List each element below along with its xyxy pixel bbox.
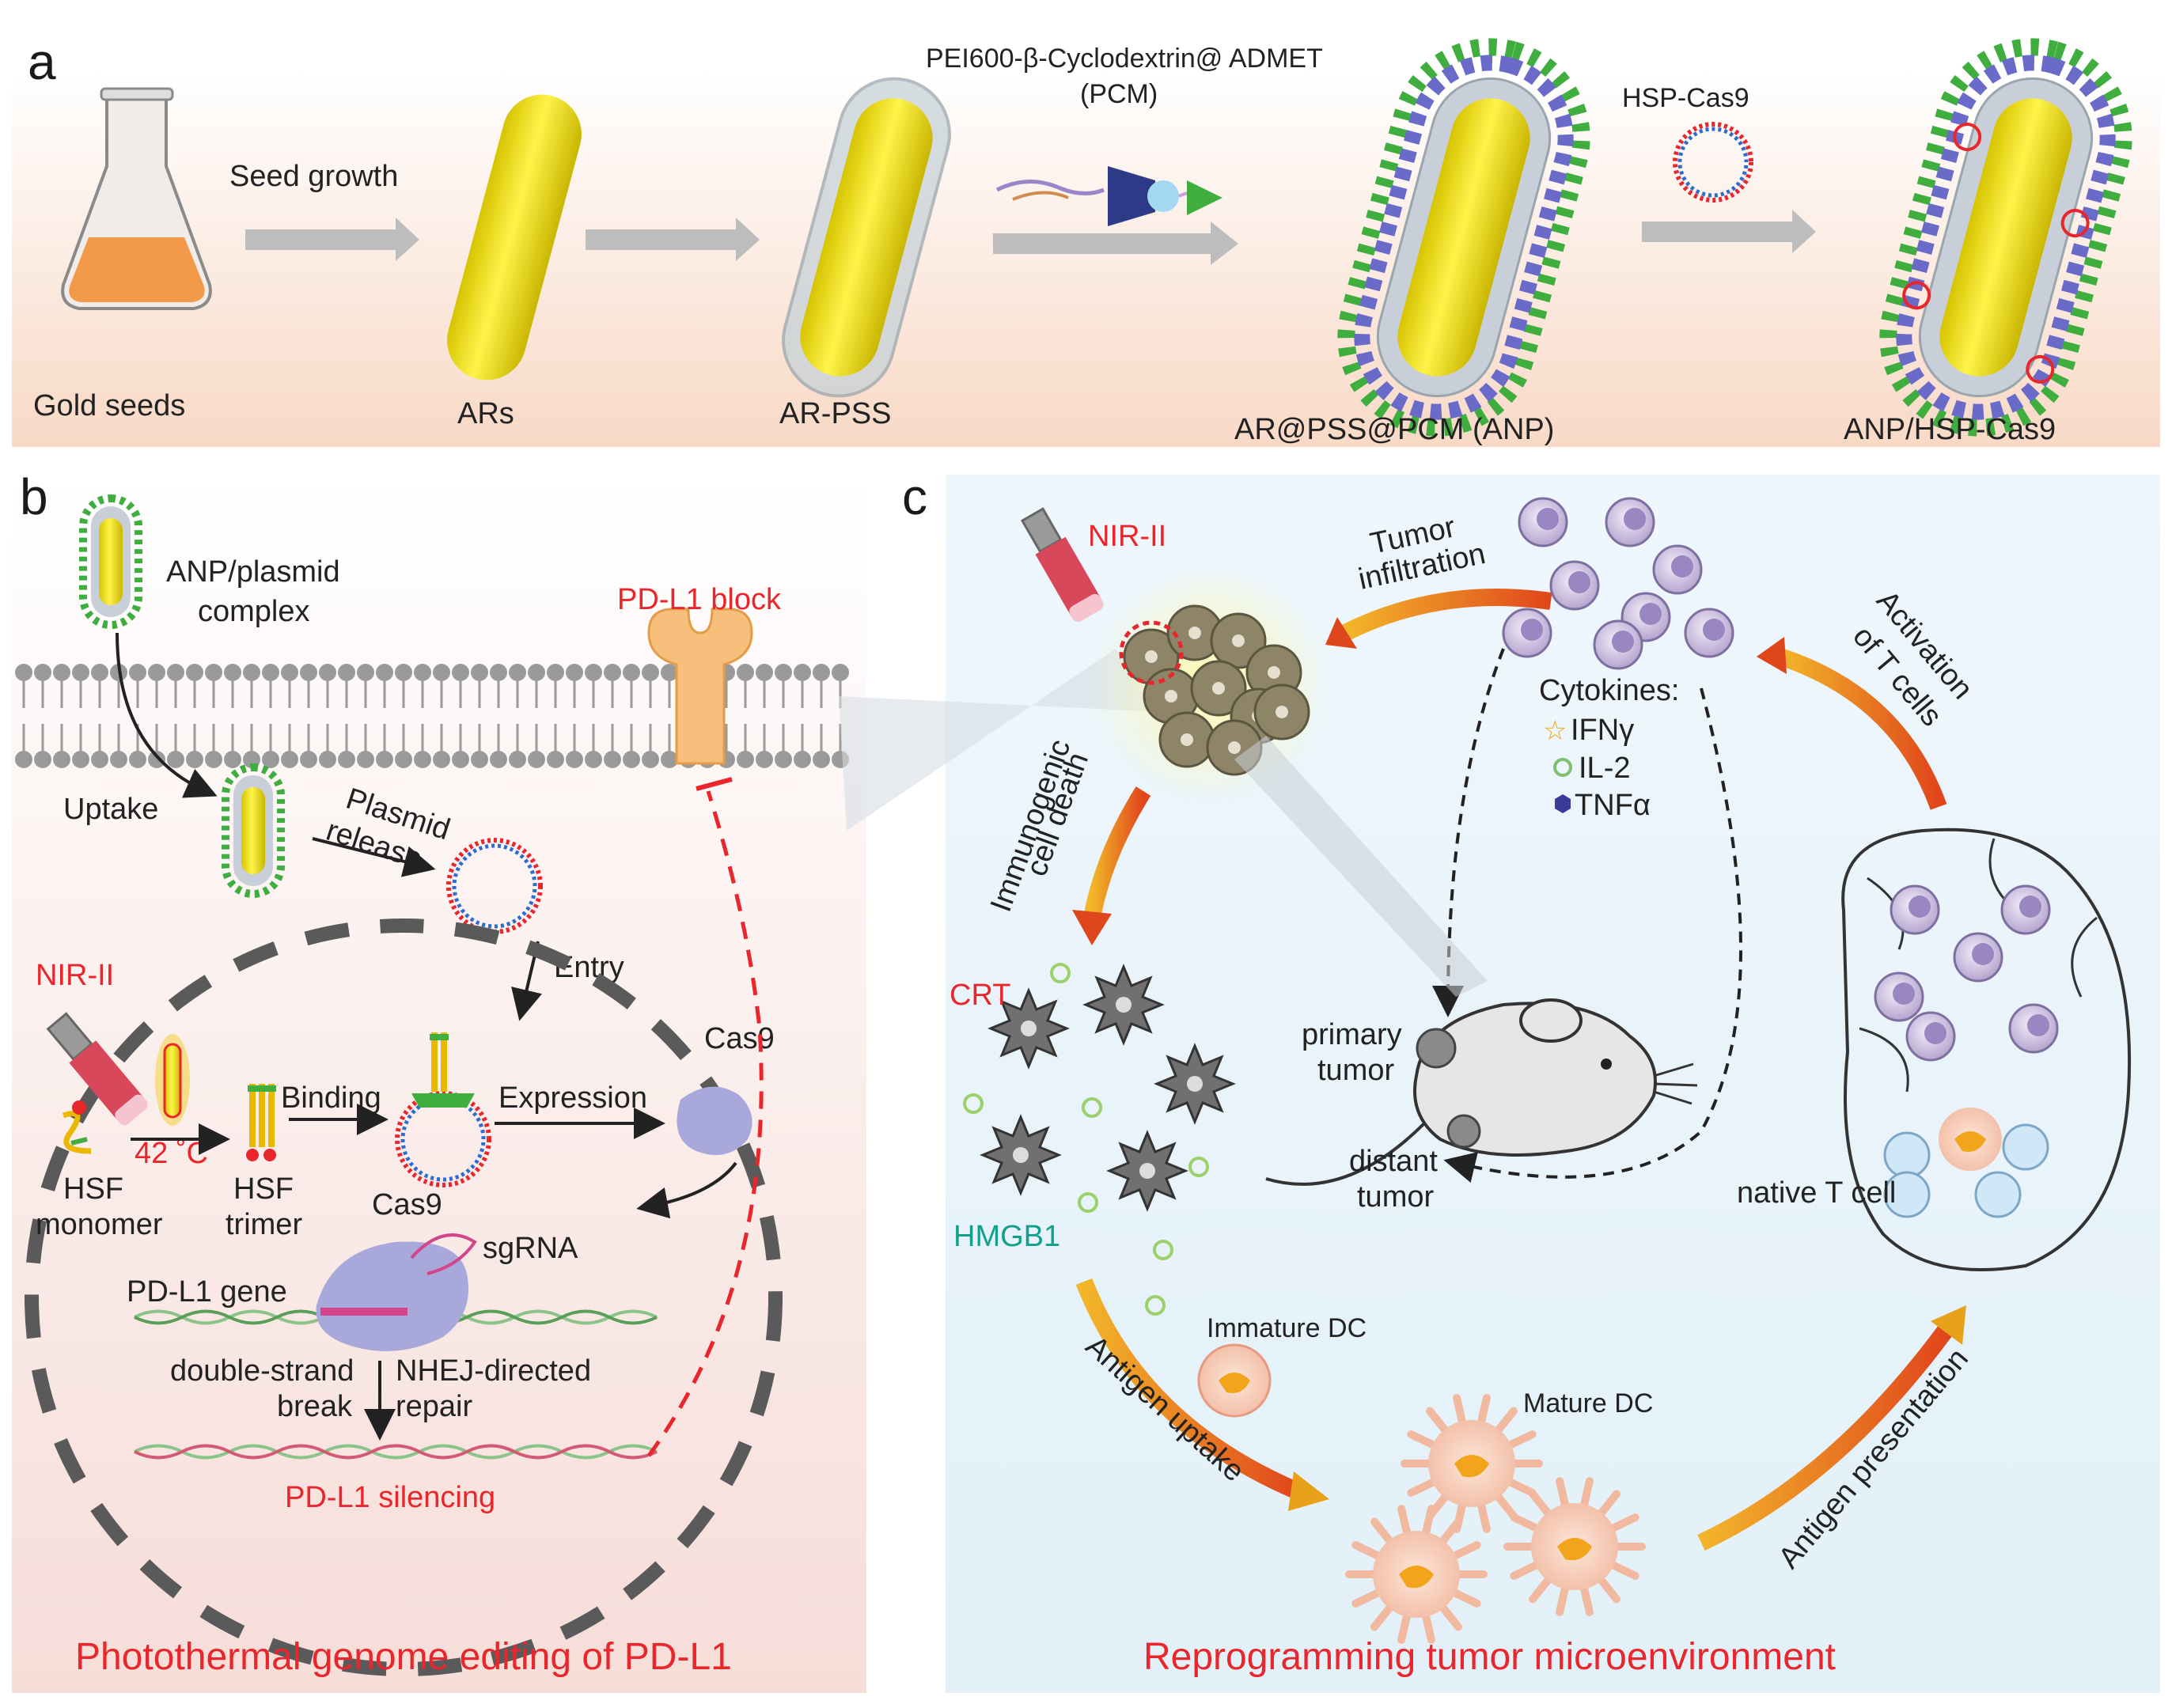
- arrow-icd: [1083, 786, 1151, 920]
- label-nhej-2: repair: [396, 1390, 472, 1423]
- label-temp: 42 ˚C: [135, 1137, 208, 1170]
- panel-c-letter: c: [902, 468, 927, 525]
- dying-cells: [963, 963, 1236, 1316]
- hsf-monomer-icon: [62, 1100, 92, 1154]
- step-anp: AR@PSS@PCM (ANP): [1234, 413, 1554, 446]
- arrow-antigen-uptake: [1075, 1278, 1302, 1500]
- tumor-cluster-icon: [1123, 604, 1310, 776]
- label-seed-growth: Seed growth: [229, 160, 398, 193]
- label-il2: IL-2: [1579, 752, 1630, 785]
- panel-b-title: Photothermal genome editing of PD-L1: [75, 1636, 732, 1678]
- mature-dc-cells: [1345, 1394, 1646, 1644]
- label-pcm-line2: (PCM): [1080, 79, 1158, 109]
- label-cas9-bound: Cas9: [372, 1188, 442, 1221]
- arrow-4: [1642, 210, 1816, 253]
- label-distant-2: tumor: [1357, 1180, 1434, 1214]
- arrow-tumor-infiltration: [1341, 589, 1552, 641]
- panel-a-background: [12, 71, 2160, 447]
- panel-a: a Gold seeds Seed growth ARs AR-PSS PE: [12, 33, 2160, 447]
- zoom-cone: [839, 649, 1163, 831]
- heated-rod-icon: [155, 1034, 190, 1126]
- arrow-activation: [1777, 648, 1947, 810]
- label-ifn: IFNγ: [1571, 714, 1634, 747]
- hsp-cas9-plasmid-icon: [1673, 122, 1753, 203]
- inhibition-line: [646, 790, 764, 1457]
- label-anp-plasmid-complex-2: complex: [198, 595, 310, 628]
- label-hmgb1: HMGB1: [953, 1220, 1060, 1253]
- anp-plasmid-complex-icon: [79, 494, 142, 629]
- label-hsf-monomer-1: HSF: [63, 1172, 123, 1206]
- label-native-t-cell: native T cell: [1737, 1176, 1896, 1210]
- anp-icon: [1337, 38, 1590, 437]
- arrow-2: [586, 218, 760, 261]
- label-crt: CRT: [950, 979, 1010, 1012]
- label-anp-plasmid-complex-1: ANP/plasmid: [166, 555, 340, 589]
- panel-a-letter: a: [28, 33, 56, 90]
- panel-c-title: Reprogramming tumor microenvironment: [1143, 1636, 1836, 1678]
- arrow-antigen-presentation: [1697, 1324, 1954, 1551]
- icon-dot-il2: [1553, 758, 1572, 777]
- nucleus-boundary: [25, 918, 783, 1676]
- label-sgrna: sgRNA: [483, 1232, 578, 1265]
- bound-plasmid-icon: [395, 1032, 491, 1187]
- step-ars: ARs: [457, 397, 514, 430]
- label-hsf-trimer-2: trimer: [226, 1208, 302, 1241]
- anp-hsp-cas9-icon: [1879, 38, 2132, 437]
- laser-icon: [46, 1012, 148, 1126]
- panel-c: c NIR-II Tumor infiltration Cytokines: ☆…: [839, 468, 2160, 1693]
- lymph-dc: [1939, 1108, 2002, 1171]
- label-nir-c: NIR-II: [1088, 520, 1166, 553]
- label-hsp-cas9: HSP-Cas9: [1622, 83, 1749, 113]
- step-ar-pss: AR-PSS: [779, 397, 891, 430]
- arrow-seed-growth: [245, 218, 419, 261]
- label-pd-l1-silencing: PD-L1 silencing: [285, 1481, 495, 1514]
- label-dsb-2: break: [277, 1390, 353, 1423]
- label-pd-l1-gene: PD-L1 gene: [127, 1275, 287, 1308]
- highlight-circle: [1119, 620, 1184, 685]
- pd-l1-receptor-icon: [647, 608, 753, 765]
- arrow-3: [993, 222, 1238, 265]
- laser-icon-c: [1020, 507, 1104, 623]
- t-cell-cluster: [1502, 497, 1734, 670]
- dna-strand-edited: [134, 1444, 658, 1460]
- panel-b: b ANP/plasmid complex PD-L1 block Uptake…: [12, 468, 866, 1693]
- internalized-anp-icon: [222, 763, 285, 898]
- label-expression: Expression: [498, 1081, 647, 1115]
- cas9-complex-icon: [316, 1241, 468, 1351]
- cas9-protein-icon: [677, 1086, 752, 1155]
- gold-nanorod-icon: [447, 94, 582, 381]
- label-hsf-monomer-2: monomer: [36, 1208, 163, 1241]
- lymph-t-cells: [1874, 884, 2059, 1218]
- label-pcm-line1: PEI600-β-Cyclodextrin@ ADMET: [926, 44, 1323, 74]
- label-nir-b: NIR-II: [36, 959, 114, 992]
- pcm-molecule-icon: [995, 166, 1222, 226]
- label-hsf-trimer-1: HSF: [233, 1172, 294, 1206]
- flask-icon: [61, 87, 212, 310]
- cell-membrane: [15, 664, 849, 768]
- label-cytokines: Cytokines:: [1539, 674, 1679, 707]
- label-nhej-1: NHEJ-directed: [396, 1354, 591, 1388]
- icon-star-ifn: ☆: [1543, 716, 1567, 746]
- step-gold-seeds: Gold seeds: [33, 389, 185, 422]
- step-anp-hsp-cas9: ANP/HSP-Cas9: [1844, 413, 2056, 446]
- panel-b-letter: b: [20, 468, 48, 525]
- label-tnf: TNFα: [1575, 789, 1651, 822]
- label-dsb-1: double-strand: [170, 1354, 354, 1388]
- label-binding: Binding: [281, 1081, 381, 1115]
- label-uptake: Uptake: [63, 793, 158, 826]
- label-cas9-free: Cas9: [704, 1022, 775, 1055]
- label-primary-2: tumor: [1317, 1054, 1394, 1087]
- label-immature-dc: Immature DC: [1207, 1313, 1367, 1343]
- label-distant-1: distant: [1349, 1145, 1438, 1178]
- hsf-trimer-icon: [246, 1084, 276, 1161]
- label-primary-1: primary: [1302, 1018, 1402, 1051]
- mouse-icon: [1265, 998, 1698, 1186]
- immature-dc-icon: [1197, 1343, 1272, 1418]
- ar-pss-icon: [782, 77, 951, 398]
- icon-hex-tnf: [1555, 794, 1571, 813]
- label-mature-dc: Mature DC: [1523, 1388, 1653, 1418]
- label-pd-l1-block: PD-L1 block: [617, 583, 782, 616]
